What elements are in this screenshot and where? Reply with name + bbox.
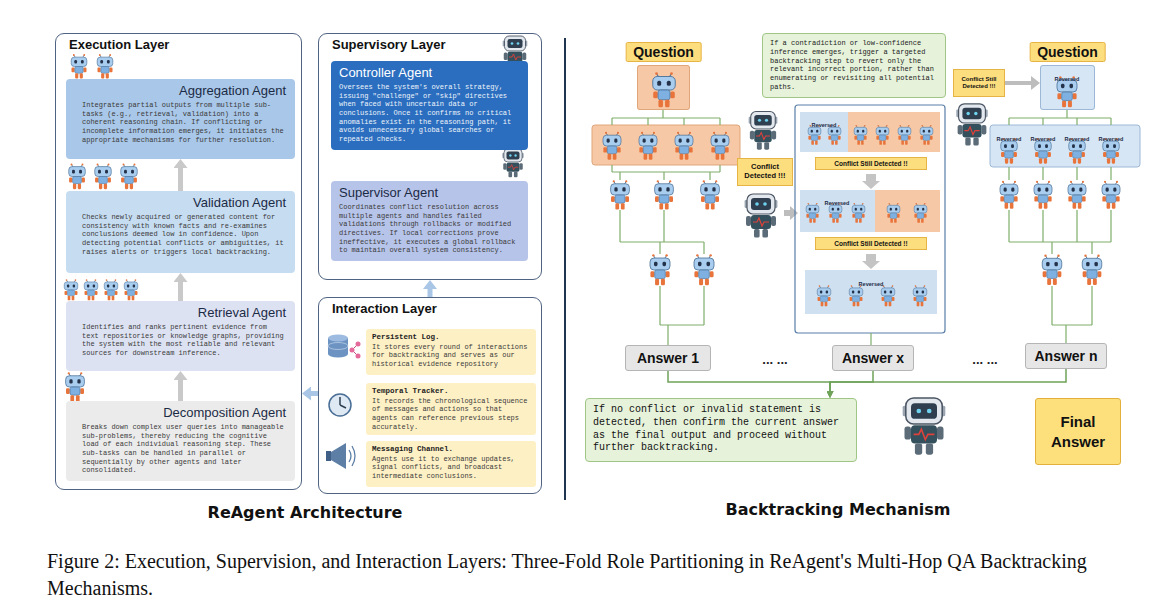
alert-text: Conflict Still Detected !!	[834, 240, 907, 247]
reversed-tag: Reversed	[1099, 136, 1124, 142]
description-text: It records the chronological sequence of…	[372, 397, 530, 432]
agent-box: Controller AgentOversees the system's ov…	[331, 61, 528, 150]
alert-tag: Conflict Detected !!!	[737, 158, 793, 186]
description-text: Coordinates conflict resolution across m…	[339, 203, 519, 255]
connector	[428, 289, 433, 297]
answer-box: Answer n	[1025, 343, 1107, 369]
question-tag: Question	[1029, 42, 1106, 62]
alert-text: Conflict Still Detected !!!	[956, 76, 1002, 90]
note-text: If no conflict or invalid statement is d…	[593, 404, 849, 455]
answer-box: Answer 1	[625, 345, 711, 371]
layer-panel: Execution LayerAggregation AgentIntegrat…	[55, 33, 302, 490]
panel-title: ReAgent Architecture	[208, 503, 403, 522]
ellipsis: ... ...	[972, 352, 997, 367]
agent-box: Decomposition AgentBreaks down complex u…	[66, 401, 295, 481]
reversed-tag: Reversed	[812, 122, 837, 128]
alert-tag: Conflict Still Detected !!	[815, 157, 927, 170]
description-text: Breaks down complex user queries into ma…	[82, 423, 286, 475]
component-title: Messaging Channel.	[372, 445, 530, 455]
reversed-tag: Reversed	[825, 200, 850, 206]
connector	[178, 282, 183, 301]
connector	[178, 168, 183, 191]
description-text: Integrates partial outputs from multiple…	[82, 101, 286, 144]
reversed-tag: Reversed	[997, 136, 1022, 142]
layer-panel: Interaction LayerPersistent Log.It store…	[318, 297, 542, 494]
component-box: Persistent Log.It stores every round of …	[366, 329, 536, 375]
connector	[311, 391, 318, 396]
answer-text: Answer x	[842, 350, 904, 366]
layer-heading: Interaction Layer	[332, 301, 541, 316]
description-text: Agents use it to exchange updates, signa…	[372, 455, 530, 481]
component-box: Temporal Tracker.It records the chronolo…	[366, 383, 536, 435]
question-box: Question	[1040, 65, 1095, 110]
note-text: If a contradiction or low-confidence inf…	[770, 39, 938, 92]
note-box: If no conflict or invalid statement is d…	[585, 398, 857, 462]
description-text: Identifies and ranks pertinent evidence …	[82, 323, 286, 358]
note-box: If a contradiction or low-confidence inf…	[762, 33, 946, 98]
connector	[830, 369, 1066, 391]
agent-title: Decomposition Agent	[82, 405, 286, 420]
agent-title: Validation Agent	[82, 195, 286, 210]
answer-text: Answer 1	[637, 350, 699, 366]
agent-box: Aggregation AgentIntegrates partial outp…	[66, 79, 295, 159]
layer-heading: Execution Layer	[69, 37, 301, 52]
final-answer-box: Final Answer	[1035, 398, 1121, 465]
description-text: Oversees the system's overall strategy, …	[339, 83, 519, 144]
connector	[830, 371, 873, 391]
agent-title: Controller Agent	[339, 65, 519, 80]
alert-text: Conflict Still Detected !!	[834, 160, 907, 167]
description-text: It stores every round of interactions fo…	[372, 343, 530, 369]
alert-tag: Conflict Still Detected !!!	[953, 69, 1005, 97]
final-answer-text: Final Answer	[1040, 412, 1116, 451]
reversed-tag: Reversed	[1055, 76, 1080, 82]
connector	[1005, 81, 1031, 85]
caption-anchor: Figure 2: Execution, Supervision, and In…	[47, 548, 1137, 602]
figure-caption: Figure 2: Execution, Supervision, and In…	[47, 548, 1137, 602]
agent-box: Retrieval AgentIdentifies and ranks pert…	[66, 301, 295, 371]
reversed-tag: Reversed	[859, 281, 884, 287]
reversed-tag: Reversed	[1065, 136, 1090, 142]
alert-tag: Conflict Still Detected !!	[815, 237, 927, 250]
agent-box: Supervisor AgentCoordinates conflict res…	[331, 181, 528, 261]
question-box: Question	[637, 65, 690, 110]
agent-box: Validation AgentChecks newly acquired or…	[66, 191, 295, 273]
answer-box: Answer x	[832, 345, 914, 371]
connector	[178, 380, 183, 401]
layer-panel: Supervisory LayerController AgentOversee…	[318, 33, 542, 280]
answer-text: Answer n	[1034, 348, 1097, 364]
alert-text: Conflict Detected !!!	[740, 163, 790, 180]
question-tag: Question	[625, 42, 702, 62]
connector	[668, 371, 830, 391]
ellipsis: ... ...	[762, 352, 787, 367]
component-box: Messaging Channel.Agents use it to excha…	[366, 441, 536, 487]
component-title: Persistent Log.	[372, 333, 530, 343]
panel-title: Backtracking Mechanism	[726, 500, 951, 519]
agent-title: Supervisor Agent	[339, 185, 519, 200]
component-title: Temporal Tracker.	[372, 387, 530, 397]
agent-title: Retrieval Agent	[82, 305, 286, 320]
layer-heading: Supervisory Layer	[332, 37, 541, 52]
agent-title: Aggregation Agent	[82, 83, 286, 98]
reversed-tag: Reversed	[1031, 136, 1056, 142]
description-text: Checks newly acquired or generated conte…	[82, 213, 286, 256]
